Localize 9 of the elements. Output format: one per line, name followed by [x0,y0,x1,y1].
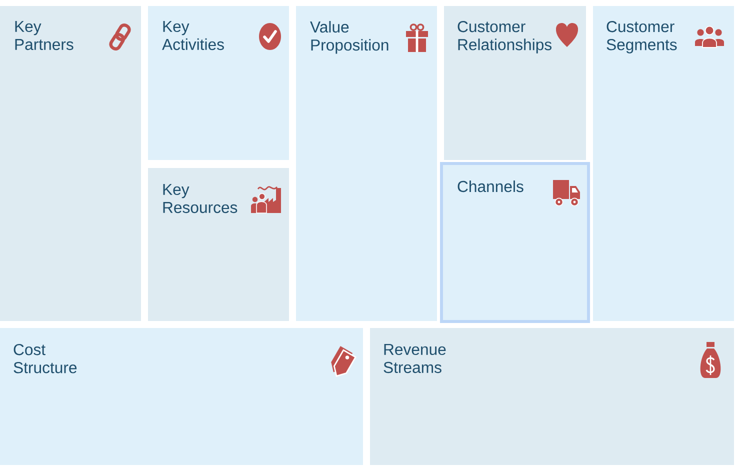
canvas-block: Value Proposition [296,6,437,321]
canvas-block: Revenue Streams [370,328,734,465]
canvas-block: Customer Relationships [444,6,586,160]
canvas-block: Cost Structure [0,328,363,465]
canvas-block: Key Resources [148,168,289,321]
canvas-block: Customer Segments [593,6,734,321]
canvas-block: Key Activities [148,6,289,160]
canvas-block: Channels [440,162,590,323]
canvas-block: Key Partners [0,6,141,321]
